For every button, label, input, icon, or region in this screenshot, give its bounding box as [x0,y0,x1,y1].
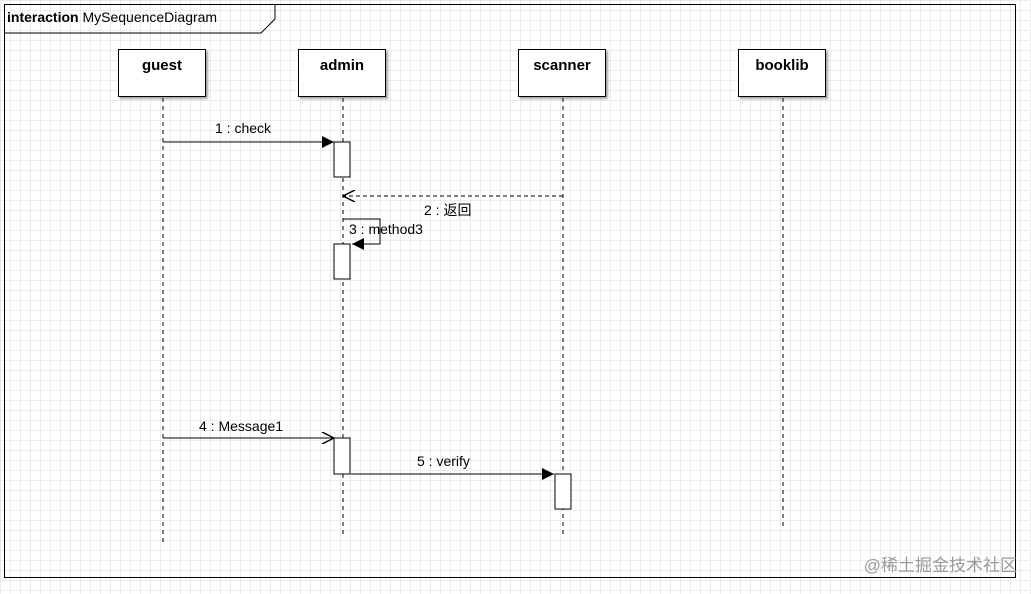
message-label-check: 1 : check [215,120,272,136]
lifeline-head-scanner[interactable]: scanner [518,49,606,97]
message-label-verify: 5 : verify [417,453,470,469]
lifeline-head-guest[interactable]: guest [118,49,206,97]
lifeline-head-booklib[interactable]: booklib [738,49,826,97]
message-label-message1: 4 : Message1 [199,418,284,434]
message-label-method3: 3 : method3 [349,221,423,237]
watermark: @稀土掘金技术社区 [863,556,1017,575]
activation-bar-scanner-1 [554,473,572,510]
frame-keyword: interaction [7,9,79,25]
lifeline-head-admin[interactable]: admin [298,49,386,97]
frame-name: MySequenceDiagram [82,9,218,25]
frame-name-tab [5,5,276,34]
interaction-frame [4,4,1016,578]
frame-title: interaction MySequenceDiagram [7,9,217,25]
activation-bar-admin-2 [333,243,351,280]
message-arrow-method3 [343,218,381,250]
message-label-reply: 2 : 返回 [424,202,472,218]
activation-bar-admin-1 [333,141,351,178]
activation-bar-admin-3 [333,437,351,475]
